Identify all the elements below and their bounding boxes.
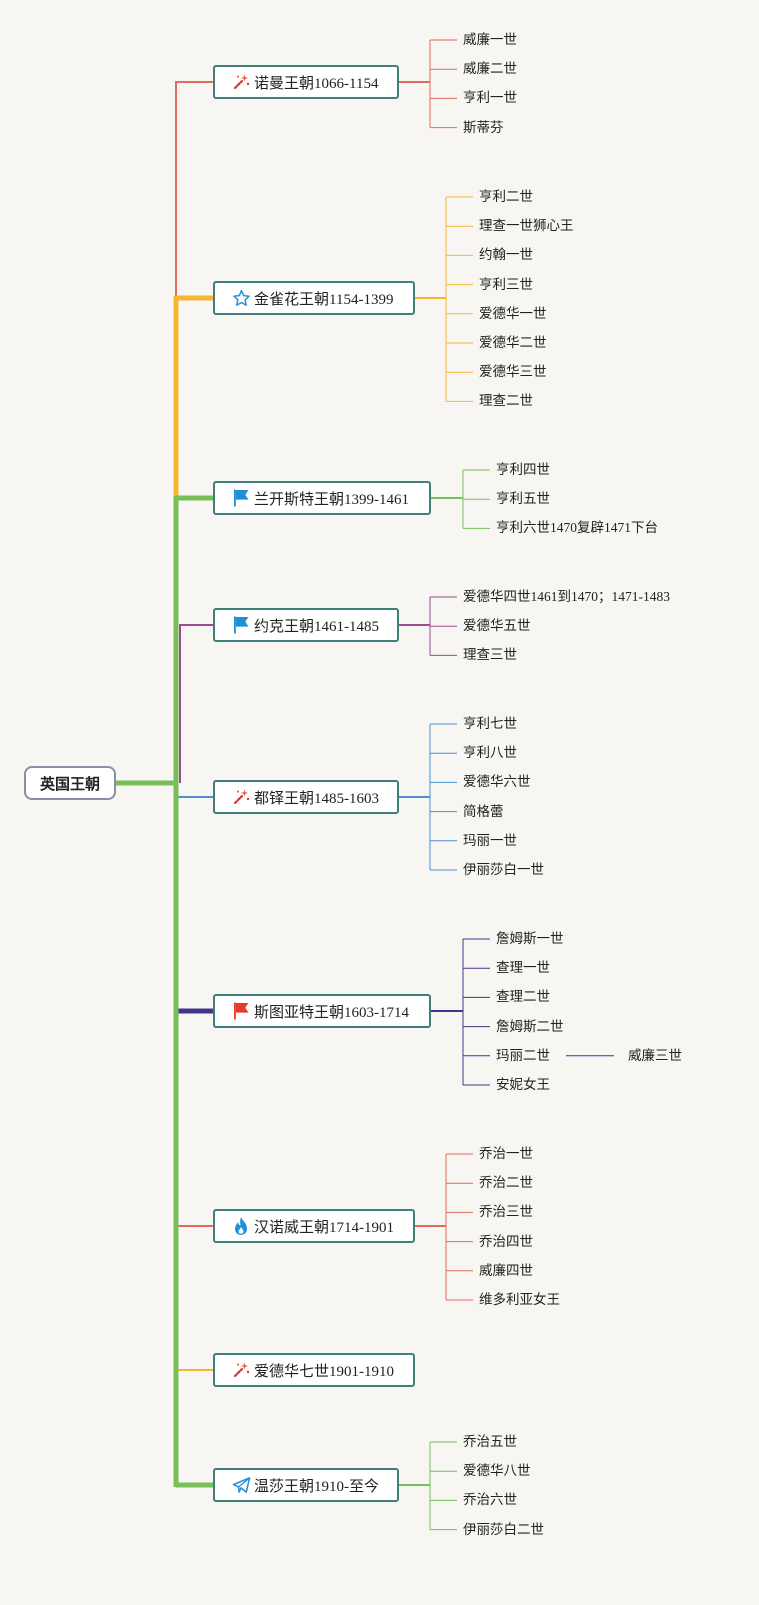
root-node[interactable]: 英国王朝 [24, 766, 116, 800]
monarch-leaf[interactable]: 约翰一世 [479, 247, 533, 263]
monarch-leaf[interactable]: 詹姆斯二世 [496, 1018, 564, 1034]
monarch-leaf[interactable]: 亨利二世 [479, 189, 533, 204]
dynasty-node[interactable]: 斯图亚特王朝1603-1714 [213, 994, 431, 1028]
magic-wand-icon [231, 1360, 251, 1380]
monarch-leaf[interactable]: 查理一世 [496, 960, 550, 976]
dynasty-label: 诺曼王朝1066-1154 [254, 75, 379, 92]
monarch-leaf[interactable]: 玛丽二世 [496, 1047, 550, 1063]
monarch-sub-leaf[interactable]: 威廉三世 [628, 1047, 682, 1063]
flag-icon [231, 488, 251, 508]
monarch-leaf[interactable]: 乔治三世 [479, 1204, 533, 1220]
dynasty-label: 都铎王朝1485-1603 [254, 790, 379, 807]
dynasty-node[interactable]: 金雀花王朝1154-1399 [213, 281, 415, 315]
monarch-leaf[interactable]: 亨利八世 [463, 745, 517, 761]
monarch-leaf[interactable]: 乔治四世 [479, 1233, 533, 1249]
monarch-leaf[interactable]: 爱德华一世 [479, 305, 547, 321]
branch-line [175, 81, 213, 773]
dynasty-node[interactable]: 约克王朝1461-1485 [213, 608, 399, 642]
monarch-leaf[interactable]: 威廉四世 [479, 1262, 533, 1278]
monarch-leaf[interactable]: 爱德华三世 [479, 364, 547, 380]
monarch-leaf[interactable]: 理查一世狮心王 [479, 218, 574, 234]
monarch-leaf[interactable]: 亨利七世 [463, 716, 517, 731]
monarch-leaf[interactable]: 维多利亚女王 [479, 1292, 560, 1307]
branch-line [175, 783, 213, 798]
dynasty-label: 温莎王朝1910-至今 [254, 1478, 379, 1495]
monarch-leaf[interactable]: 乔治一世 [479, 1146, 533, 1161]
monarch-leaf[interactable]: 爱德华八世 [463, 1463, 531, 1479]
dynasty-label: 金雀花王朝1154-1399 [254, 291, 394, 308]
monarch-leaf[interactable]: 斯蒂芬 [463, 119, 504, 135]
monarch-leaf[interactable]: 威廉一世 [463, 32, 517, 47]
monarch-leaf[interactable]: 爱德华六世 [463, 774, 531, 790]
monarch-leaf[interactable]: 亨利四世 [496, 462, 550, 477]
monarch-leaf[interactable]: 乔治五世 [463, 1434, 517, 1449]
monarch-leaf[interactable]: 亨利五世 [496, 491, 550, 507]
monarch-leaf[interactable]: 玛丽一世 [463, 832, 517, 848]
dynasty-node[interactable]: 温莎王朝1910-至今 [213, 1468, 399, 1502]
monarch-leaf[interactable]: 爱德华五世 [463, 618, 531, 634]
monarch-leaf[interactable]: 乔治六世 [463, 1492, 517, 1508]
dynasty-label: 兰开斯特王朝1399-1461 [254, 491, 409, 508]
monarch-leaf[interactable]: 亨利六世1470复辟1471下台 [496, 520, 658, 536]
monarch-leaf[interactable]: 乔治二世 [479, 1175, 533, 1191]
branch-line [173, 295, 213, 773]
monarch-leaf[interactable]: 詹姆斯一世 [496, 931, 564, 946]
dynasty-label: 爱德华七世1901-1910 [254, 1363, 394, 1380]
magic-wand-icon [231, 787, 251, 807]
monarch-leaf[interactable]: 爱德华二世 [479, 335, 547, 350]
dynasty-node[interactable]: 爱德华七世1901-1910 [213, 1353, 415, 1387]
dynasty-label: 斯图亚特王朝1603-1714 [254, 1004, 409, 1021]
monarch-leaf[interactable]: 威廉二世 [463, 61, 517, 77]
dynasty-node[interactable]: 兰开斯特王朝1399-1461 [213, 481, 431, 515]
magic-wand-icon [231, 72, 251, 92]
dynasty-label: 汉诺威王朝1714-1901 [254, 1219, 394, 1236]
monarch-leaf[interactable]: 伊丽莎白一世 [463, 862, 544, 877]
monarch-leaf[interactable]: 查理二世 [496, 989, 550, 1005]
dynasty-node[interactable]: 汉诺威王朝1714-1901 [213, 1209, 415, 1243]
monarch-leaf[interactable]: 理查三世 [463, 647, 517, 663]
dynasty-node[interactable]: 诺曼王朝1066-1154 [213, 65, 399, 99]
monarch-leaf[interactable]: 安妮女王 [496, 1077, 550, 1092]
flag-icon [231, 615, 251, 635]
paper-plane-icon [231, 1475, 251, 1495]
dynasty-label: 约克王朝1461-1485 [254, 618, 379, 635]
monarch-leaf[interactable]: 亨利一世 [463, 90, 517, 106]
dynasty-node[interactable]: 都铎王朝1485-1603 [213, 780, 399, 814]
monarch-leaf[interactable]: 简格蕾 [463, 803, 504, 819]
flame-icon [231, 1216, 251, 1236]
red-flag-icon [231, 1001, 251, 1021]
monarch-leaf[interactable]: 爱德华四世1461到1470；1471-1483 [463, 589, 670, 604]
star-icon [231, 288, 251, 308]
monarch-leaf[interactable]: 伊丽莎白二世 [463, 1521, 544, 1537]
monarch-leaf[interactable]: 理查二世 [479, 393, 533, 409]
branch-line [179, 624, 213, 783]
monarch-leaf[interactable]: 亨利三世 [479, 276, 533, 292]
